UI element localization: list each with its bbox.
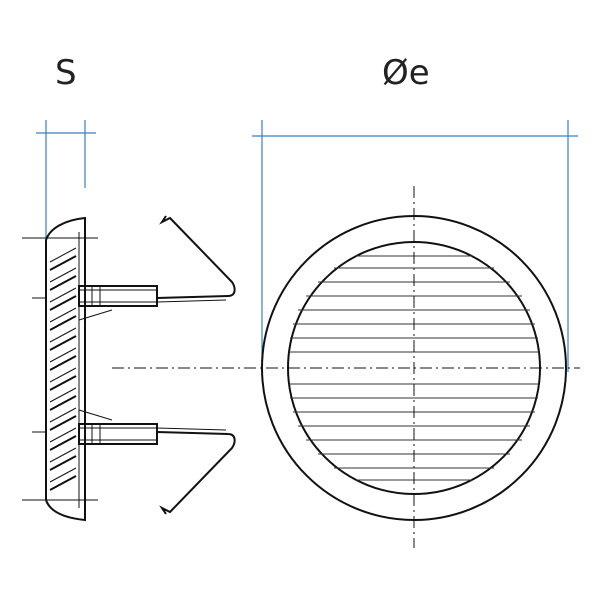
thickness-label: S	[55, 53, 77, 93]
diameter-dimension	[252, 120, 578, 372]
diameter-label: Øe	[382, 53, 430, 93]
louver-slats	[49, 247, 77, 491]
side-view	[22, 215, 236, 522]
mounting-pin-upper	[78, 215, 236, 321]
thickness-dimension	[36, 120, 96, 238]
mounting-pin-lower	[78, 409, 236, 515]
center-lines	[112, 186, 580, 548]
